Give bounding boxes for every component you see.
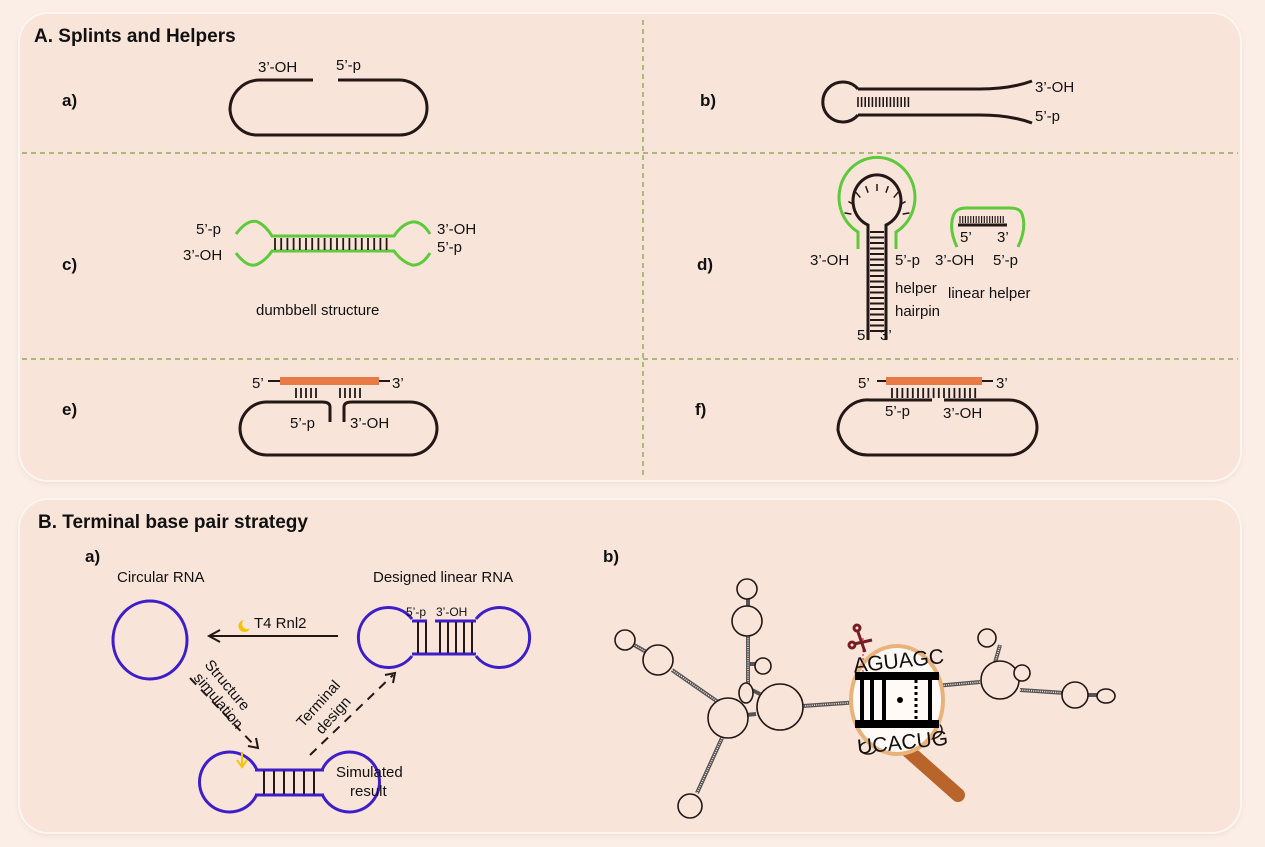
designed-5p: 5’-p xyxy=(406,605,426,619)
enzyme-label: T4 Rnl2 xyxy=(254,615,307,632)
circular-rna xyxy=(111,599,189,681)
end-3oh-right: 3’-OH xyxy=(437,221,476,238)
linear-3oh: 3’-OH xyxy=(935,252,974,269)
zoomed-backbone-top xyxy=(855,672,939,680)
grid-dividers xyxy=(22,20,1238,478)
diagram-b-a-workflow: a) Circular RNA Designed linear RNA T4 R… xyxy=(85,547,532,814)
splint-3prime: 3’ xyxy=(996,375,1008,392)
hairpin-3oh: 3’-OH xyxy=(810,252,849,269)
circular-rna-label: Circular RNA xyxy=(117,569,205,586)
design-arrow xyxy=(309,674,394,756)
label-b-b: b) xyxy=(603,547,619,566)
simulated-label-2: result xyxy=(350,783,388,800)
hairpin-caption-1: helper xyxy=(895,280,937,297)
green-helper-arc xyxy=(837,155,917,249)
base-pairs xyxy=(857,97,910,107)
end-5p-left: 5’-p xyxy=(196,221,221,238)
loop-pair-tick xyxy=(855,191,861,199)
hairpin-5p: 5’-p xyxy=(895,252,920,269)
diagram-c-dumbbell: c) 5’-p 3’-OH 3’-OH 5’-p dumbbell struct… xyxy=(62,219,476,319)
splint-bar xyxy=(886,377,982,385)
end-5p: 5’-p xyxy=(336,57,361,74)
loop-pairs xyxy=(844,184,910,215)
end-5p-right: 5’-p xyxy=(437,239,462,256)
base-pairs xyxy=(959,216,1004,223)
hairpin-3prime: 3’ xyxy=(880,327,892,344)
linear-rna-strand xyxy=(228,78,429,137)
label-d: d) xyxy=(697,255,713,274)
zoomed-base-pairs xyxy=(860,680,932,720)
end-3oh: 3’-OH xyxy=(258,59,297,76)
loop-pair-tick xyxy=(902,212,910,215)
end-5p: 5’-p xyxy=(1035,108,1060,125)
loop-pair-tick xyxy=(844,212,852,215)
splint-bar xyxy=(280,377,379,385)
magnifier-handle xyxy=(898,741,965,802)
loop-pair-tick xyxy=(885,185,889,193)
label-f: f) xyxy=(695,400,706,419)
caption-dumbbell: dumbbell structure xyxy=(256,302,379,319)
base-pairs xyxy=(891,388,977,398)
splint-3prime: 3’ xyxy=(392,375,404,392)
label-b: b) xyxy=(700,91,716,110)
base-pairs xyxy=(274,238,388,250)
ligase-icon xyxy=(238,620,250,632)
scissors-icon xyxy=(847,623,873,653)
loop-pair-tick xyxy=(865,185,869,193)
base-pairs xyxy=(263,771,315,794)
end-5p: 5’-p xyxy=(290,415,315,432)
label-c: c) xyxy=(62,255,77,274)
rna-strand xyxy=(238,400,439,457)
diagram-b-b-secondary-structure: b) xyxy=(603,547,1116,819)
panel-splints-and-helpers: A. Splints and Helpers xyxy=(20,14,1240,480)
diagram-d-helpers: d) 3’-OH 5’-p helper hairpin 5’ 3’ 5’ 3’… xyxy=(697,155,1031,344)
designed-3oh: 3’-OH xyxy=(436,605,467,619)
panel-b-title: B. Terminal base pair strategy xyxy=(38,512,308,533)
base-pairs xyxy=(295,388,361,398)
hairpin-5prime: 5’ xyxy=(857,327,869,344)
zoomed-backbone-bottom xyxy=(855,720,939,728)
diagram-b-hairpin: b) 3’-OH 5’-p xyxy=(700,79,1074,125)
end-5p: 5’-p xyxy=(885,403,910,420)
designed-linear-rna-label: Designed linear RNA xyxy=(373,569,513,586)
hairpin-caption-2: hairpin xyxy=(895,303,940,320)
rna-strand xyxy=(836,398,1039,457)
loop-pair-tick xyxy=(848,200,855,206)
base-pairs xyxy=(417,622,473,653)
label-a: a) xyxy=(62,91,77,110)
base-pairs xyxy=(870,231,884,332)
stem-pairs xyxy=(633,636,1066,794)
panel-terminal-base-pair: B. Terminal base pair strategy xyxy=(20,500,1240,832)
diagram-f-splint: f) 5’-p 3’-OH 5’ 3’ xyxy=(695,375,1039,457)
splint-5prime: 5’ xyxy=(252,375,264,392)
label-e: e) xyxy=(62,400,77,419)
label-b-a: a) xyxy=(85,547,100,566)
linear-5prime: 5’ xyxy=(960,229,972,246)
hairpin-loop xyxy=(821,80,860,124)
panel-a-title: A. Splints and Helpers xyxy=(34,26,236,47)
loop-pair-tick xyxy=(893,191,899,199)
linear-5p: 5’-p xyxy=(993,252,1018,269)
end-3oh: 3’-OH xyxy=(350,415,389,432)
gu-wobble-dot xyxy=(897,697,903,703)
diagram-e-splint: e) 5’ 3’ 5’-p 3’-OH xyxy=(62,375,439,457)
end-3oh-left: 3’-OH xyxy=(183,247,222,264)
linear-helper-arc xyxy=(950,206,1026,248)
simulated-label-1: Simulated xyxy=(336,764,403,781)
caption-linear-helper: linear helper xyxy=(948,285,1031,302)
end-3oh: 3’-OH xyxy=(1035,79,1074,96)
diagram-a-linear-rna: a) 3’-OH 5’-p xyxy=(62,57,429,137)
linear-3prime: 3’ xyxy=(997,229,1009,246)
splint-5prime: 5’ xyxy=(858,375,870,392)
end-3oh: 3’-OH xyxy=(943,405,982,422)
loop-pair-tick xyxy=(899,200,906,206)
